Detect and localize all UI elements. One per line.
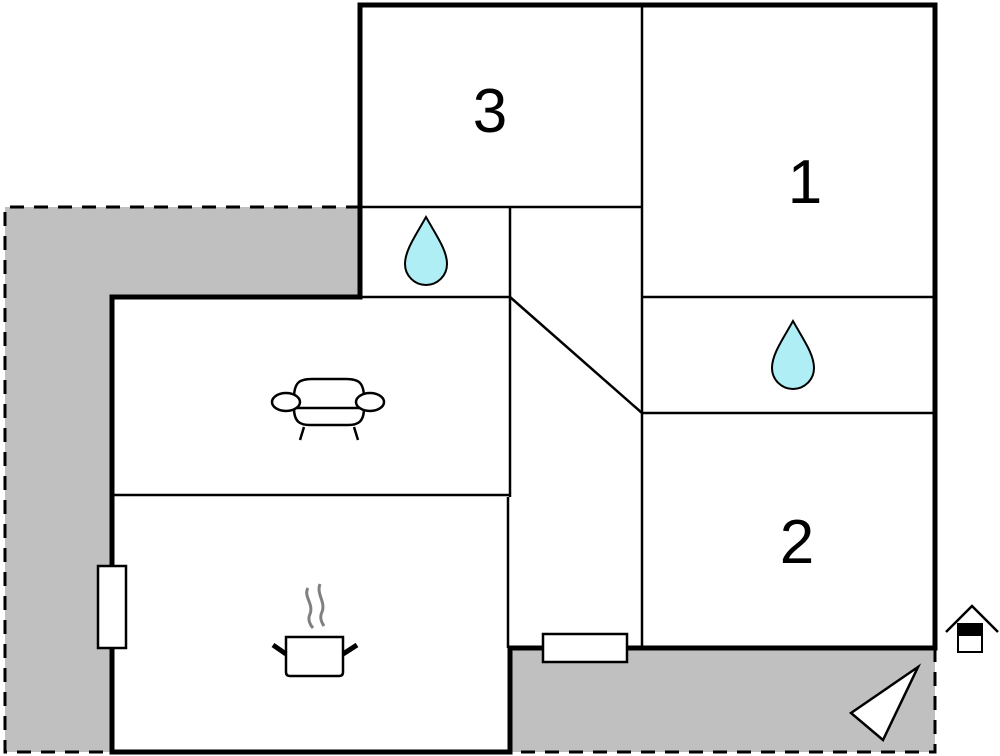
- terrace-right: [510, 648, 935, 752]
- exterior-walls: [109, 2, 938, 755]
- terrace-left: [5, 207, 360, 752]
- room-label-1: 1: [788, 148, 822, 217]
- terrace-left-border: [3, 205, 360, 754]
- water-drop-icon: [403, 214, 449, 286]
- terrace-right-border: [510, 648, 937, 754]
- window-left: [96, 564, 128, 650]
- house-entrance-icon: [945, 604, 999, 653]
- compass-triangle-icon: [848, 663, 922, 742]
- cooking-pot-icon: [271, 583, 359, 678]
- window-bottom: [541, 632, 629, 664]
- room-label-2: 2: [780, 508, 814, 577]
- interior-walls: [112, 5, 935, 648]
- water-drop-icon: [770, 318, 816, 390]
- sofa-icon: [270, 377, 386, 441]
- building-floor: [112, 5, 935, 752]
- room-label-3: 3: [473, 77, 507, 146]
